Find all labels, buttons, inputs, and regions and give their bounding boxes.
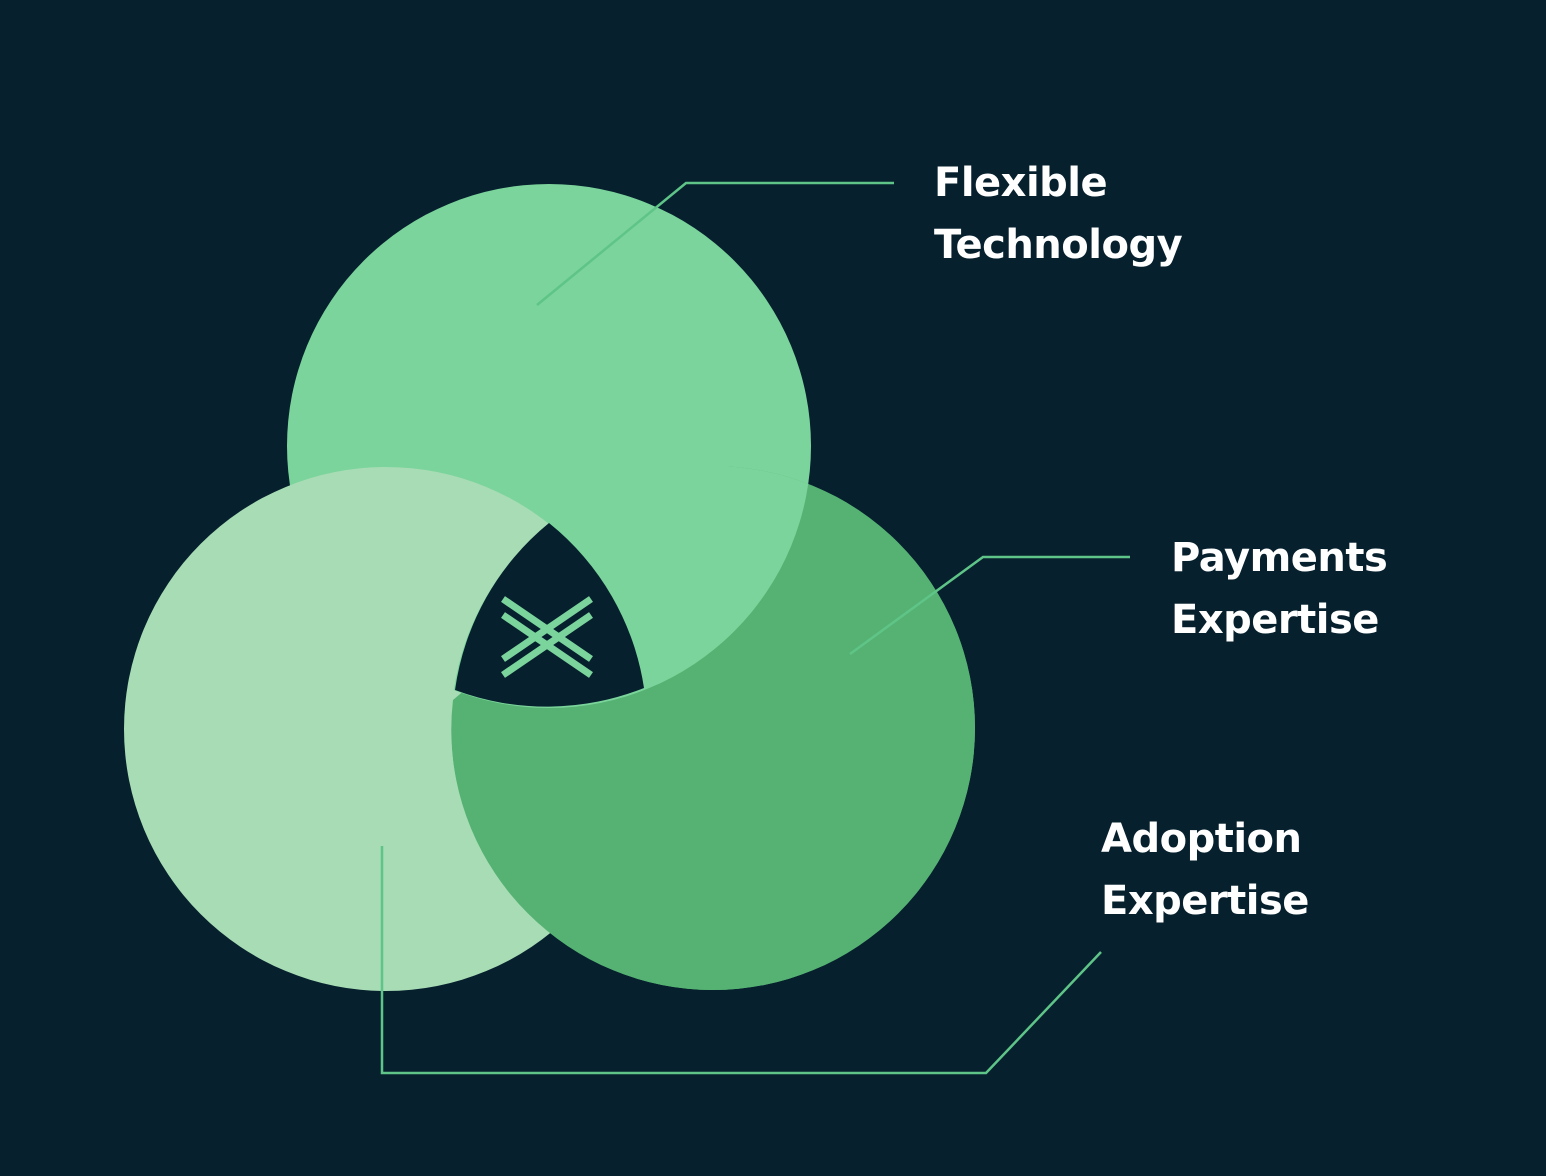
adoption-expertise-label-line-1: Adoption bbox=[1101, 816, 1302, 862]
x-chevron-logo-icon bbox=[501, 596, 593, 678]
flexible-technology-label-line-1: Flexible bbox=[934, 160, 1108, 206]
flexible-technology-leader-line bbox=[536, 181, 894, 306]
payments-expertise-label-line-1: Payments bbox=[1171, 535, 1388, 581]
flexible-technology-label-line-2: Technology bbox=[934, 222, 1183, 268]
center-intersection bbox=[455, 523, 644, 707]
payments-expertise-leader-line bbox=[849, 555, 1130, 656]
flexible-technology-circle-front bbox=[451, 466, 811, 708]
payments-expertise-circle-front bbox=[451, 466, 975, 990]
payments-expertise-label: Payments Expertise bbox=[1171, 527, 1388, 651]
adoption-expertise-leader-line bbox=[380, 846, 1102, 1075]
adoption-expertise-label: Adoption Expertise bbox=[1101, 808, 1309, 932]
flexible-technology-label: Flexible Technology bbox=[934, 152, 1183, 276]
adoption-expertise-label-line-2: Expertise bbox=[1101, 878, 1309, 924]
payments-expertise-label-line-2: Expertise bbox=[1171, 597, 1379, 643]
